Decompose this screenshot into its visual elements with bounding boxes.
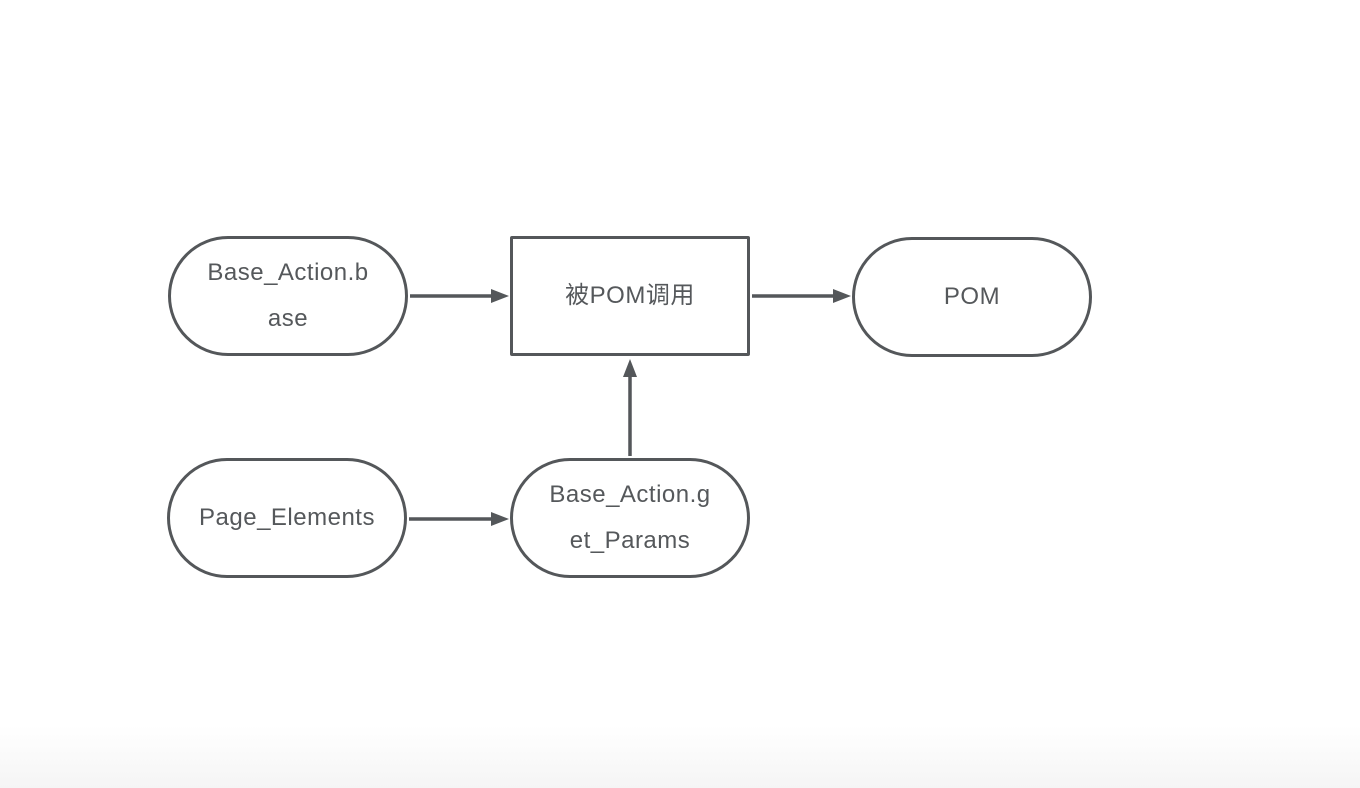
node-label: POM bbox=[943, 283, 1001, 310]
arrow-base-action-get-params-to-called-by-pom bbox=[623, 359, 637, 456]
arrow-called-by-pom-to-pom bbox=[752, 289, 851, 303]
node-label: Base_Action.b bbox=[207, 259, 369, 286]
node-label: et_Params bbox=[569, 527, 691, 554]
node-label: Page_Elements bbox=[199, 504, 375, 531]
node-base-action-get-params: Base_Action.g et_Params bbox=[510, 458, 750, 578]
arrow-base-action-base-to-called-by-pom bbox=[410, 289, 509, 303]
node-base-action-base: Base_Action.b ase bbox=[168, 236, 408, 356]
node-page-elements: Page_Elements bbox=[167, 458, 407, 578]
arrow-page-elements-to-base-action-get-params bbox=[409, 512, 509, 526]
node-label: 被POM调用 bbox=[565, 282, 695, 309]
node-label: Base_Action.g bbox=[549, 481, 711, 508]
node-called-by-pom: 被POM调用 bbox=[510, 236, 750, 356]
node-pom: POM bbox=[852, 237, 1092, 357]
node-label: ase bbox=[267, 305, 309, 332]
